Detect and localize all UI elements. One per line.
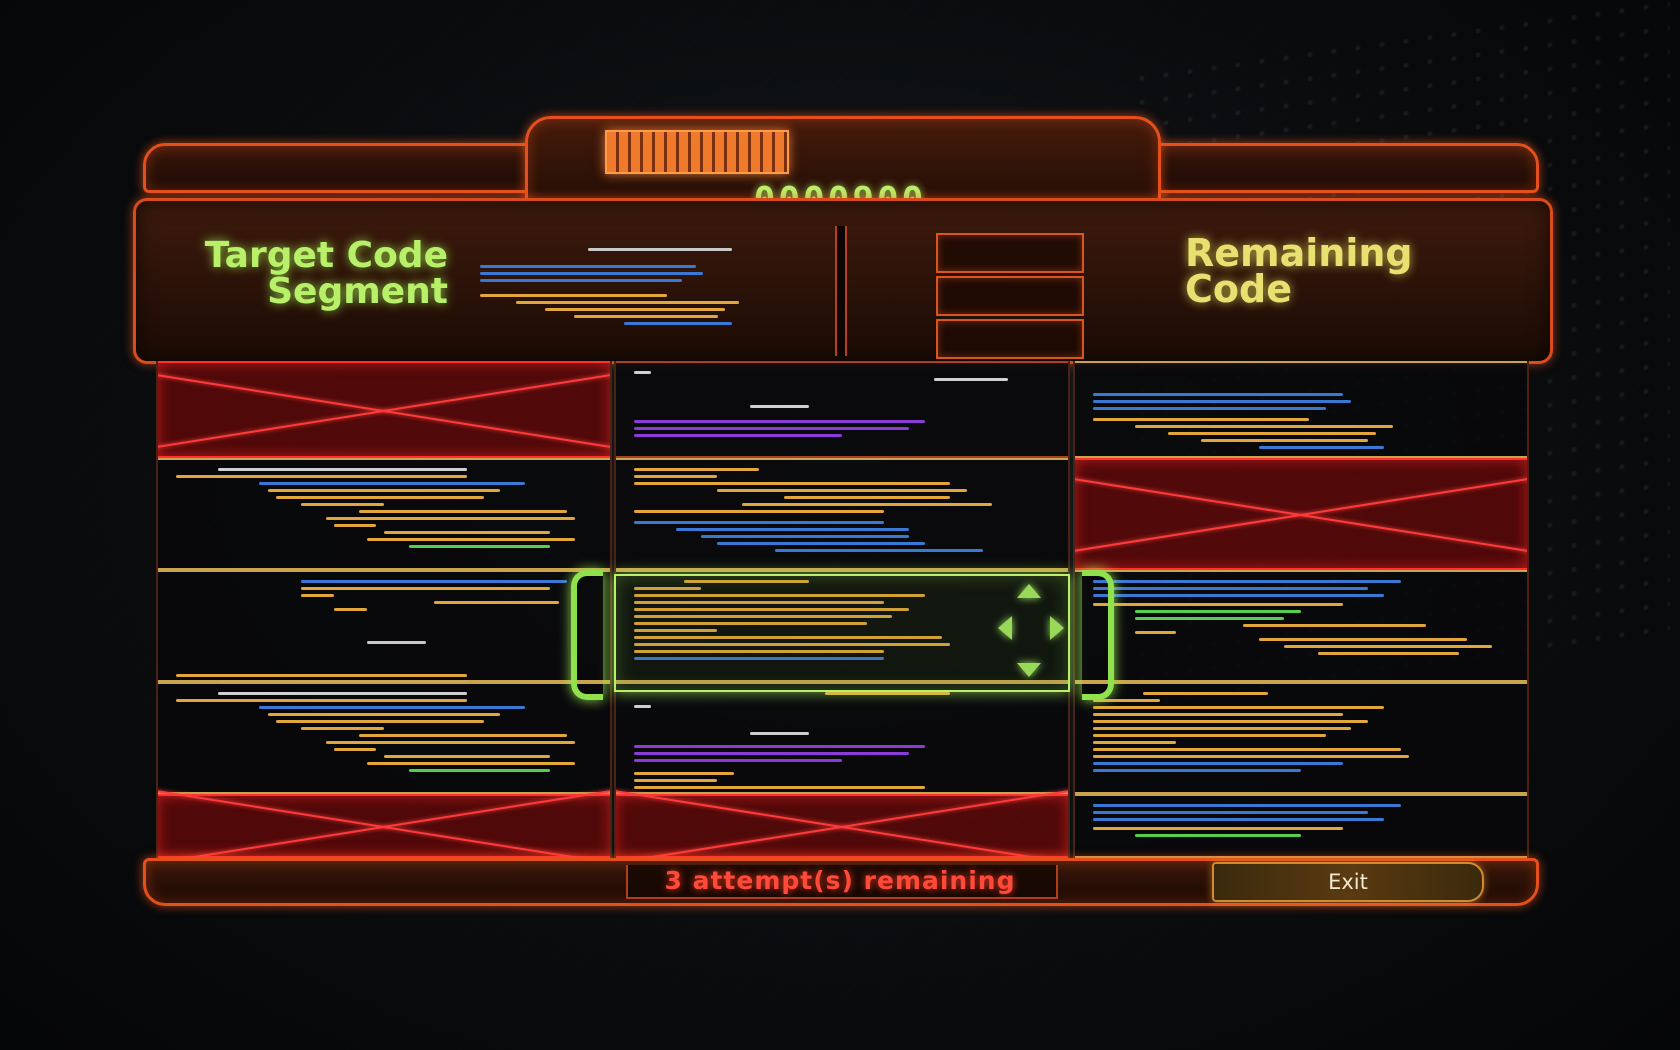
code-line: [573, 315, 718, 318]
code-line: [480, 279, 682, 282]
target-title-line1: Target Code: [204, 235, 448, 276]
code-row[interactable]: [1075, 570, 1527, 682]
code-block: [1093, 576, 1509, 659]
target-code-preview: [480, 244, 840, 329]
remaining-title-line2: Code: [1185, 267, 1292, 311]
code-column-right: [1073, 361, 1529, 858]
code-selector[interactable]: [614, 574, 1070, 692]
code-column-left: [156, 361, 612, 858]
target-title-line2: Segment: [267, 271, 448, 312]
remaining-title-line1: Remaining: [1185, 231, 1413, 275]
code-block: [176, 464, 592, 552]
code-row-selected[interactable]: [616, 570, 1068, 682]
code-row-blocked[interactable]: [616, 794, 1068, 858]
code-column-middle: [614, 361, 1070, 858]
remaining-code-slots: [936, 233, 1084, 359]
attempts-panel: [626, 865, 1058, 899]
code-block: [634, 367, 1050, 441]
code-slot: [936, 233, 1084, 273]
code-slot: [936, 276, 1084, 316]
header-divider: [835, 226, 847, 356]
code-block: [634, 688, 1050, 793]
code-row-blocked[interactable]: [158, 361, 610, 458]
arrow-down-icon[interactable]: [1017, 663, 1041, 677]
remaining-code-title: Remaining Code: [1185, 231, 1485, 311]
selector-left-bracket: [571, 570, 603, 700]
code-line: [516, 301, 740, 304]
code-row[interactable]: [158, 682, 610, 794]
selector-right-bracket: [1082, 570, 1114, 700]
arrow-up-icon[interactable]: [1017, 584, 1041, 598]
code-block: [1093, 688, 1509, 776]
code-line: [480, 294, 668, 297]
code-block: [176, 576, 592, 688]
exit-button[interactable]: Exit: [1212, 862, 1484, 902]
arrow-left-icon[interactable]: [998, 616, 1012, 640]
code-block: [634, 576, 1050, 664]
code-row[interactable]: [158, 458, 610, 570]
code-line: [588, 248, 732, 251]
code-line: [480, 265, 696, 268]
target-code-title: Target Code Segment: [148, 238, 448, 310]
code-row[interactable]: [616, 361, 1068, 458]
code-row-blocked[interactable]: [1075, 458, 1527, 570]
code-row[interactable]: [1075, 361, 1527, 458]
code-block: [1093, 389, 1509, 453]
arrow-right-icon[interactable]: [1050, 616, 1064, 640]
code-line: [544, 308, 725, 311]
code-line: [480, 272, 704, 275]
attempts-remaining: 3 attempt(s) remaining: [664, 866, 1016, 895]
code-row[interactable]: [616, 458, 1068, 570]
code-row-blocked[interactable]: [158, 794, 610, 858]
code-block: [1093, 800, 1509, 841]
code-row[interactable]: [158, 570, 610, 684]
code-row[interactable]: [1075, 794, 1527, 858]
progress-meter: [605, 130, 789, 174]
code-block: [634, 464, 1050, 556]
code-line: [624, 322, 732, 325]
code-slot: [936, 319, 1084, 359]
code-row[interactable]: [1075, 682, 1527, 794]
code-block: [176, 688, 592, 776]
code-row[interactable]: [616, 682, 1068, 794]
